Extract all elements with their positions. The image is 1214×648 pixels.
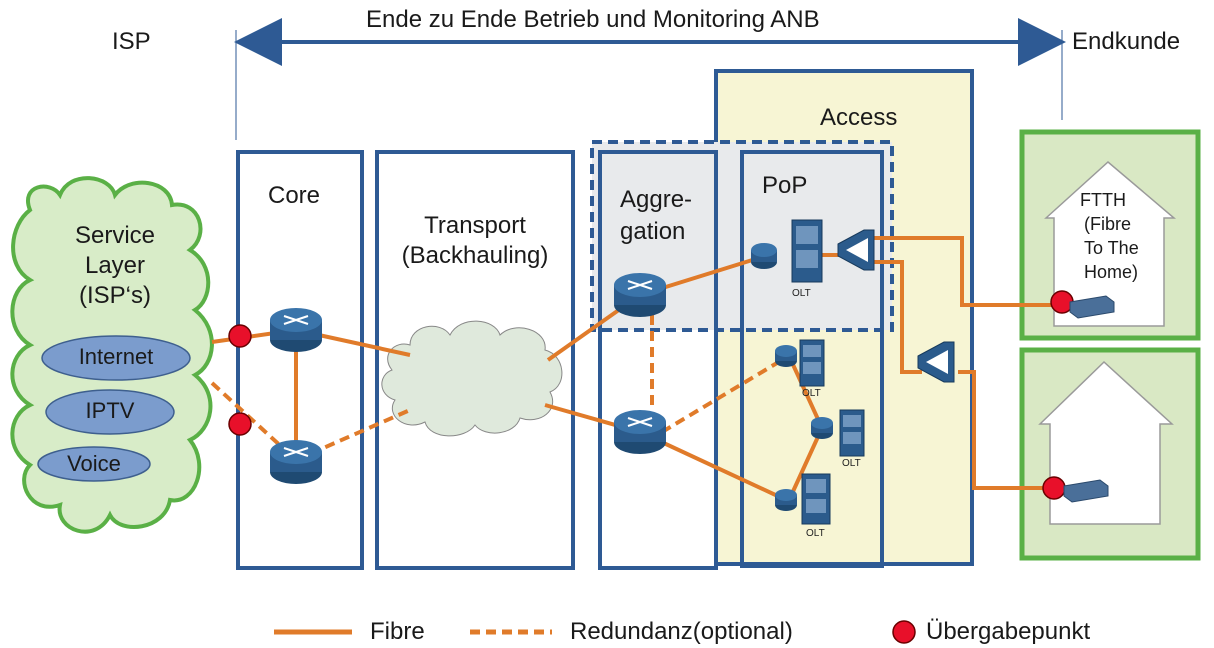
olt-2: [799, 339, 825, 387]
ftth-line1: FTTH: [1080, 190, 1126, 210]
pop-frame: [740, 150, 884, 568]
aggregation-router-1: [614, 273, 666, 317]
olt-main-label: OLT: [792, 288, 811, 299]
aggregation-router-2: [614, 410, 666, 454]
handover-point-2: [228, 412, 252, 436]
service-internet-label: Internet: [78, 344, 154, 369]
splitter-main: [837, 229, 875, 271]
pop-label: PoP: [762, 172, 808, 199]
legend-uebergabepunkt-dot: [892, 620, 916, 644]
aggregation-frame: [598, 150, 718, 570]
isp-label: ISP: [112, 28, 151, 55]
pop-small-router-3: [811, 417, 833, 439]
core-router-1: [270, 308, 322, 352]
endkunde-label: Endkunde: [1072, 28, 1181, 55]
transport-cloud: [381, 320, 563, 437]
core-router-2: [270, 440, 322, 484]
transport-frame: [375, 150, 575, 570]
core-frame: [236, 150, 364, 570]
house-ftth: [1044, 161, 1177, 327]
aggregation-label-1: Aggre-: [620, 186, 693, 213]
handover-point-1: [228, 324, 252, 348]
olt-3-label: OLT: [842, 458, 861, 469]
house-2: [1038, 360, 1174, 525]
service-oval-iptv: [45, 389, 175, 435]
olt-4: [801, 473, 831, 525]
service-voice-label: Voice: [67, 451, 121, 476]
span-title: Ende zu Ende Betrieb und Monitoring ANB: [366, 6, 820, 33]
ftth-line2: (Fibre: [1084, 214, 1132, 234]
service-layer-line3: (ISP‘s): [79, 282, 151, 309]
olt-main: [791, 219, 823, 283]
legend-uebergabepunkt-label: Übergabepunkt: [926, 618, 1091, 645]
service-iptv-label: IPTV: [85, 398, 135, 423]
transport-label-1: Transport: [424, 212, 526, 239]
ftth-line3: To The: [1084, 238, 1139, 258]
pop-small-router-2: [775, 345, 797, 367]
transport-label-2: (Backhauling): [401, 242, 549, 269]
pop-small-router-4: [775, 489, 797, 511]
ftth-line4: Home): [1084, 262, 1139, 282]
service-layer-line2: Layer: [84, 252, 146, 279]
olt-3: [839, 409, 865, 457]
legend-fibre-label: Fibre: [370, 618, 425, 645]
ont-device-2: [1063, 479, 1109, 503]
legend-redundanz-label: Redundanz(optional): [570, 618, 793, 645]
core-label: Core: [268, 182, 321, 209]
splitter-access: [917, 341, 955, 383]
pop-small-router-1: [751, 243, 777, 269]
service-layer-line1: Service: [74, 222, 156, 249]
ont-device-1: [1069, 295, 1115, 319]
access-label: Access: [820, 104, 898, 131]
olt-2-label: OLT: [802, 388, 821, 399]
handover-point-4: [1042, 476, 1066, 500]
aggregation-label-2: gation: [620, 218, 686, 245]
service-oval-voice: [37, 446, 151, 482]
olt-4-label: OLT: [806, 528, 825, 539]
service-oval-internet: [41, 335, 191, 381]
